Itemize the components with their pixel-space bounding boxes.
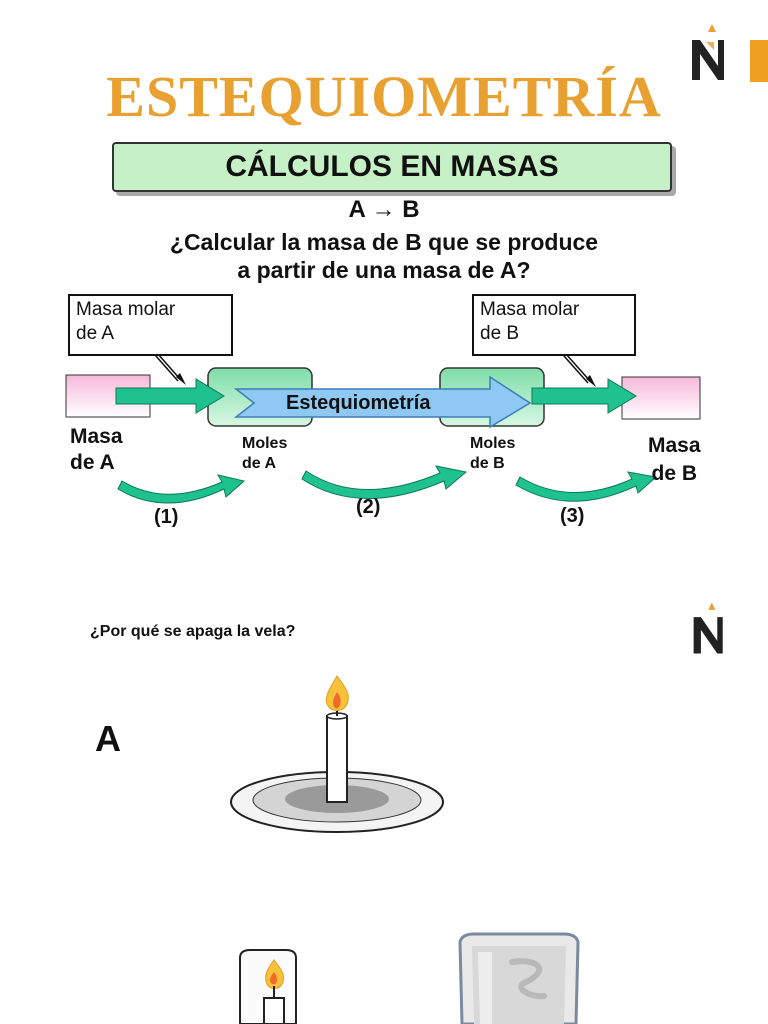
molar-mass-a-line1: Masa molar — [76, 299, 176, 320]
molar-mass-b-line1: Masa molar — [480, 299, 580, 320]
masa-b-box — [621, 376, 701, 420]
slide-title: ESTEQUIOMETRÍA — [106, 64, 662, 129]
moles-a-label: Moles de A — [242, 434, 287, 474]
molar-mass-a-box: Masa molar de A — [68, 294, 233, 356]
question-text: ¿Calcular la masa de B que se produce a … — [0, 228, 768, 284]
stoichiometry-arrow — [233, 375, 532, 429]
moles-b-label: Moles de B — [470, 434, 515, 474]
step-2-label: (2) — [356, 496, 381, 518]
moles-a-line2: de A — [242, 455, 277, 472]
center-arrow-label: Estequiometría — [286, 392, 431, 414]
curved-arrow-2 — [301, 465, 468, 499]
arrow-masa-to-moles-a — [115, 378, 225, 414]
label-a: A — [95, 718, 121, 759]
candle-icon — [230, 675, 444, 833]
masa-b-line2: de B — [651, 462, 698, 485]
masa-a-line2: de A — [70, 451, 115, 474]
jar-candle-icon — [239, 949, 297, 1024]
question-line-2: a partir de una masa de A? — [237, 257, 531, 283]
candle-question: ¿Por qué se apaga la vela? — [90, 623, 296, 640]
slide-stoichiometry-masses: ESTEQUIOMETRÍA CÁLCULOS EN MASAS A → B ¿… — [0, 24, 768, 528]
conversion-diagram — [65, 344, 701, 504]
step-1-label: (1) — [154, 506, 179, 528]
logo-n-icon — [692, 24, 724, 80]
moles-b-line1: Moles — [470, 435, 516, 452]
slide-candle-question: ¿Por qué se apaga la vela? A — [0, 578, 768, 1024]
masa-a-line1: Masa — [70, 425, 123, 448]
masa-b-line1: Masa — [648, 434, 701, 457]
molar-mass-b-box: Masa molar de B — [472, 294, 636, 356]
step-3-label: (3) — [560, 505, 585, 527]
arrow-moles-b-to-masa — [531, 378, 637, 414]
curved-arrow-1 — [117, 474, 246, 504]
masa-a-label: Masa de A — [70, 424, 123, 476]
jar-icon — [458, 932, 580, 1024]
curved-arrow-3 — [515, 471, 658, 502]
moles-a-line1: Moles — [242, 435, 288, 452]
molar-mass-b-line2: de B — [480, 323, 520, 344]
reaction-equation: A → B — [348, 196, 420, 223]
section-banner: CÁLCULOS EN MASAS — [112, 142, 672, 192]
masa-b-label: Masa de B — [648, 432, 701, 488]
moles-b-line2: de B — [470, 455, 505, 472]
question-line-1: ¿Calcular la masa de B que se produce — [169, 229, 599, 255]
logo-n-icon — [693, 602, 723, 654]
accent-tab — [750, 40, 768, 82]
molar-mass-a-line2: de A — [76, 323, 115, 344]
